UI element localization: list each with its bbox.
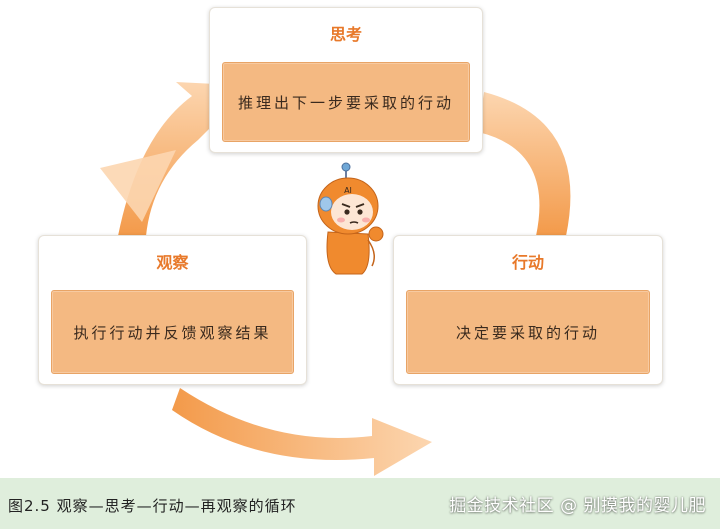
figure-caption: 图2.5 观察—思考—行动—再观察的循环 [8,497,297,515]
card-think-body: 推理出下一步要采取的行动 [222,62,470,142]
card-observe-title: 观察 [156,253,189,272]
card-observe-body: 执行行动并反馈观察结果 [51,290,294,374]
cycle-arrows [100,82,571,476]
arrow-think-to-act [478,92,571,236]
robot-mascot-icon: AI [317,162,384,275]
card-act: 行动 决定要采取的行动 [393,235,663,385]
caption-bar: 图2.5 观察—思考—行动—再观察的循环 掘金技术社区 @ 别摸我的婴儿肥 [0,478,720,529]
card-act-title: 行动 [511,253,544,272]
watermark: 掘金技术社区 @ 别摸我的婴儿肥 [449,496,706,516]
card-think-title: 思考 [329,25,362,44]
card-observe: 观察 执行行动并反馈观察结果 [38,235,307,385]
card-think: 思考 推理出下一步要采取的行动 [209,7,483,153]
mascot-antenna-label: AI [344,186,352,195]
card-act-body: 决定要采取的行动 [406,290,650,374]
arrow-act-to-observe [172,388,432,476]
arrow-observe-to-think [100,82,216,236]
